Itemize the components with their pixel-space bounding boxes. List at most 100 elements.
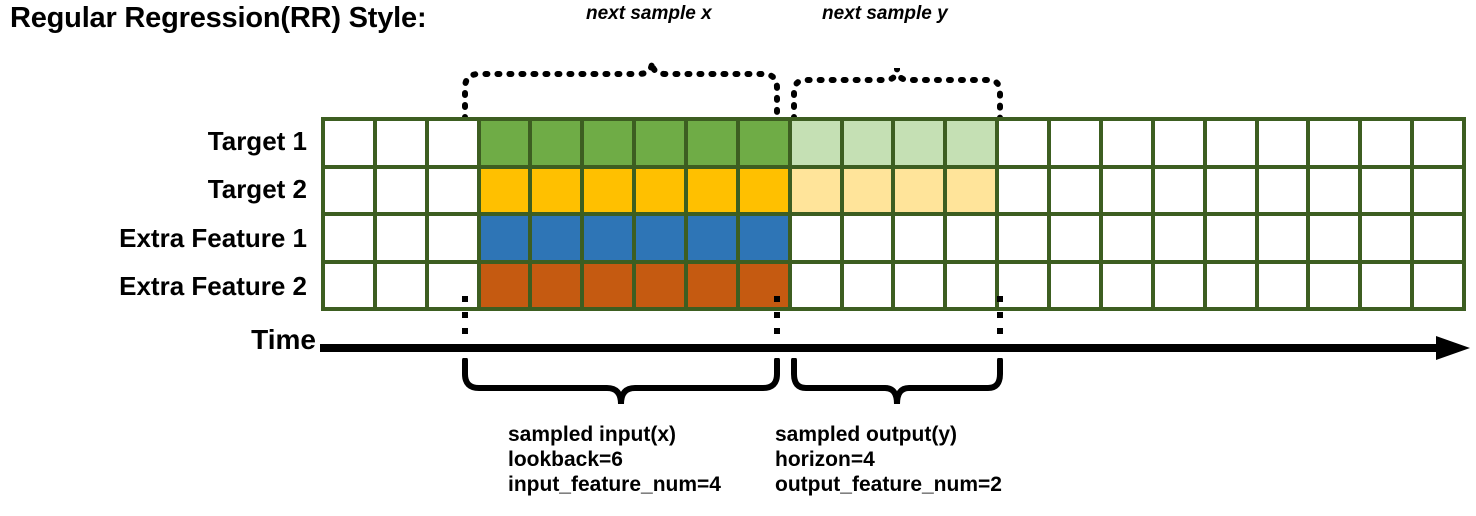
grid-cell-empty (791, 216, 840, 260)
grid-cell-empty (428, 168, 477, 212)
annotation-next-sample-x: next sample x (586, 3, 712, 24)
grid-cell-input (532, 168, 581, 212)
grid-cell-empty (1051, 263, 1099, 307)
grid-cell-empty (325, 263, 373, 307)
grid-cell-empty (947, 216, 996, 260)
grid-cell-input (532, 216, 581, 260)
grid-cell-empty (1310, 121, 1359, 165)
grid-cell-empty (999, 216, 1048, 260)
axis-label-time: Time (251, 324, 316, 355)
brace-sampled-input (462, 358, 780, 405)
grid-cell-empty (895, 263, 944, 307)
grid-cell-input (636, 216, 685, 260)
row-label-column: Target 1 Target 2 Extra Feature 1 Extra … (0, 117, 316, 311)
grid-cell-empty (999, 121, 1048, 165)
row-label-target-1: Target 1 (207, 126, 307, 156)
grid-cell-output (843, 121, 892, 165)
grid-cell-input (739, 216, 788, 260)
grid-cell-empty (1414, 121, 1462, 165)
grid-cell-empty (325, 168, 373, 212)
grid-cell-input (480, 121, 529, 165)
grid-cell-empty (1102, 263, 1151, 307)
grid-cell-empty (895, 216, 944, 260)
grid-cell-empty (1258, 263, 1307, 307)
brace-sampled-output (791, 358, 1003, 405)
grid-cell-input (636, 121, 685, 165)
grid-cell-empty (1362, 168, 1411, 212)
grid-cell-empty (1414, 216, 1462, 260)
annotation-next-sample-y: next sample y (822, 3, 948, 24)
grid-cell-empty (947, 263, 996, 307)
grid-cell-empty (1258, 216, 1307, 260)
grid-cell-empty (376, 263, 425, 307)
grid-cell-empty (1154, 121, 1203, 165)
grid-cell-empty (1154, 168, 1203, 212)
grid-cell-empty (1362, 263, 1411, 307)
top-dotted-braces (462, 61, 1003, 121)
grid-cell-input (584, 121, 633, 165)
grid-cell-empty (325, 216, 373, 260)
grid-cell-empty (791, 263, 840, 307)
grid-cell-input (480, 216, 529, 260)
grid-cell-empty (843, 216, 892, 260)
grid-cell-empty (1051, 216, 1099, 260)
row-label-extra-feature-1: Extra Feature 1 (119, 223, 307, 253)
grid-cell-input (532, 263, 581, 307)
grid-cell-output (843, 168, 892, 212)
grid-cell-input (532, 121, 581, 165)
grid-cell-input (688, 168, 736, 212)
grid-cell-empty (843, 263, 892, 307)
grid-cell-input (636, 263, 685, 307)
grid-cell-empty (1154, 216, 1203, 260)
grid-cell-empty (1258, 121, 1307, 165)
grid-cell-empty (1414, 263, 1462, 307)
grid-cell-input (739, 121, 788, 165)
grid-cell-input (688, 121, 736, 165)
caption-input-line-1: sampled input(x) (508, 423, 677, 446)
time-axis-arrow (320, 336, 1470, 360)
grid-cell-output (791, 168, 840, 212)
grid-cell-output (791, 121, 840, 165)
grid-cell-empty (1362, 216, 1411, 260)
grid-cell-empty (428, 263, 477, 307)
row-label-target-2: Target 2 (207, 174, 307, 204)
row-label-extra-feature-2: Extra Feature 2 (119, 271, 307, 301)
brace-next-sample-x (462, 61, 780, 121)
grid-cell-empty (1051, 121, 1099, 165)
grid-cell-empty (428, 216, 477, 260)
grid-cell-empty (1258, 168, 1307, 212)
caption-input-line-2: lookback=6 (508, 448, 623, 471)
caption-sampled-input: sampled input(x) lookback=6 input_featur… (508, 422, 721, 497)
grid-cell-empty (376, 168, 425, 212)
brace-next-sample-y (791, 67, 1003, 121)
grid-cell-input (584, 216, 633, 260)
grid-cell-empty (1206, 121, 1255, 165)
grid-cell-empty (1206, 263, 1255, 307)
caption-sampled-output: sampled output(y) horizon=4 output_featu… (775, 422, 1002, 497)
caption-input-line-3: input_feature_num=4 (508, 473, 721, 496)
grid-cell-input (584, 263, 633, 307)
grid-cell-input (688, 263, 736, 307)
grid-cell-empty (1102, 121, 1151, 165)
caption-output-line-3: output_feature_num=2 (775, 473, 1002, 496)
grid-cell-input (584, 168, 633, 212)
grid-cell-empty (999, 168, 1048, 212)
grid-cell-empty (1206, 216, 1255, 260)
caption-output-line-2: horizon=4 (775, 448, 875, 471)
grid-cell-empty (1310, 216, 1359, 260)
grid-cell-output (947, 168, 996, 212)
grid-cell-empty (376, 216, 425, 260)
grid-cell-input (480, 168, 529, 212)
grid-cell-input (688, 216, 736, 260)
grid-cell-input (739, 168, 788, 212)
grid-cell-output (895, 121, 944, 165)
grid-cell-empty (1362, 121, 1411, 165)
grid-cell-empty (1102, 216, 1151, 260)
grid-cell-empty (1102, 168, 1151, 212)
grid-cell-empty (1206, 168, 1255, 212)
grid-cell-output (895, 168, 944, 212)
grid-cell-empty (1051, 168, 1099, 212)
grid-cell-empty (325, 121, 373, 165)
grid-cell-empty (1310, 168, 1359, 212)
grid-cell-empty (1310, 263, 1359, 307)
